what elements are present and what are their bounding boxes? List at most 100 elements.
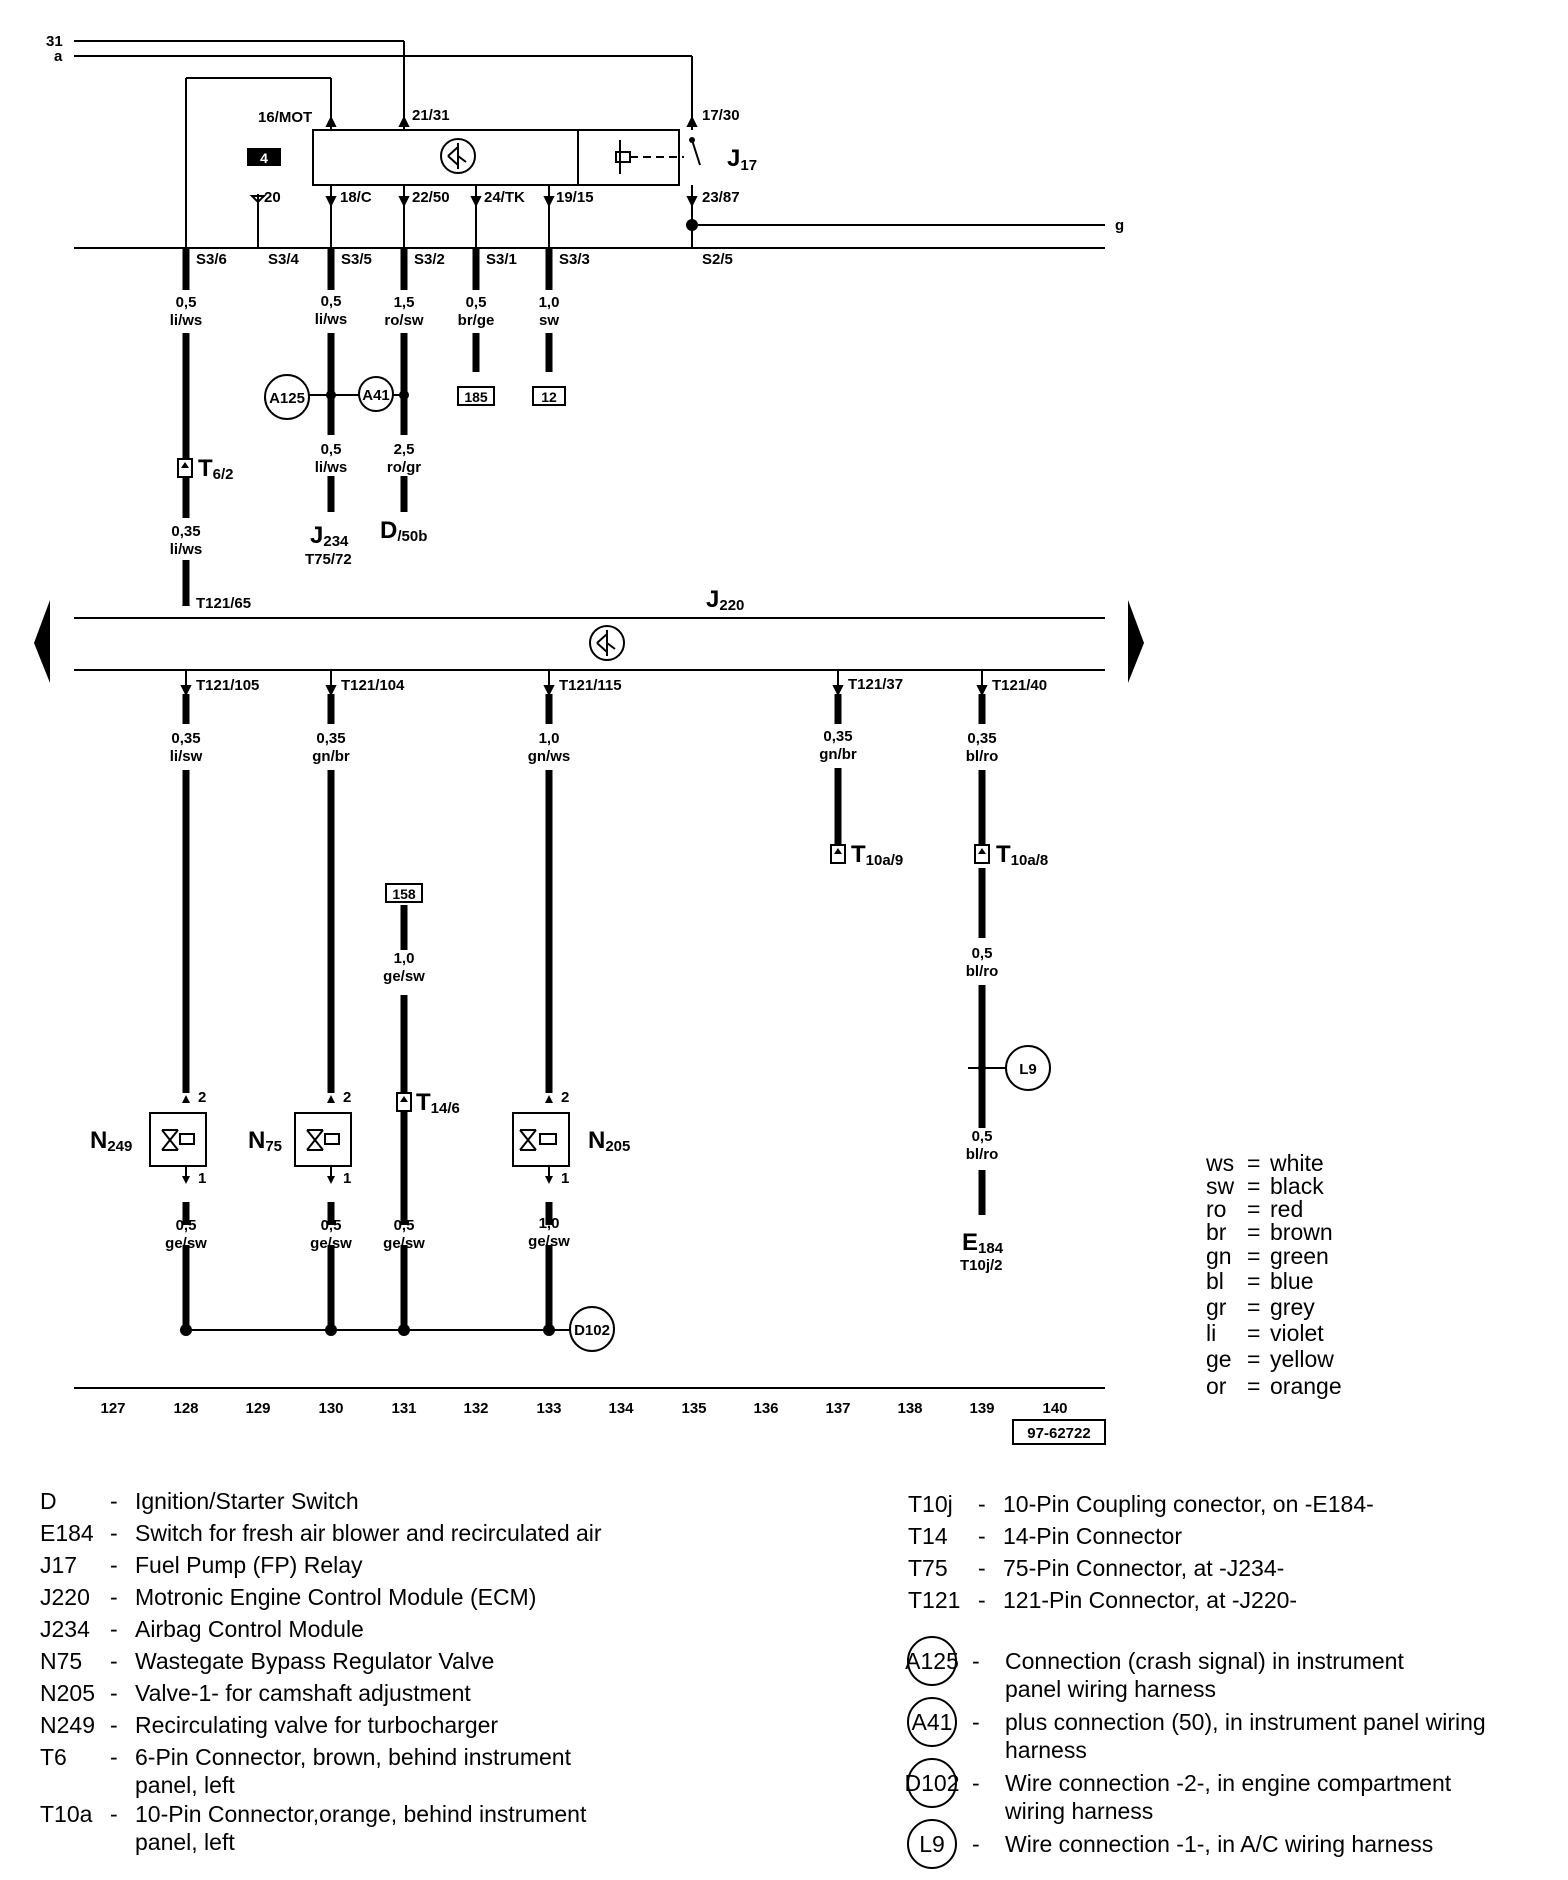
w128b-size: 0,35: [171, 523, 200, 540]
relay-box: [312, 129, 680, 186]
w128b-color: li/ws: [170, 541, 203, 558]
wire-g-label: g: [1115, 217, 1124, 234]
ref-185-label: 185: [464, 389, 488, 405]
w132a-color: br/ge: [458, 312, 495, 329]
conn-l9-label: L9: [1019, 1061, 1037, 1078]
legend-item: T6-6-Pin Connector, brown, behind instru…: [40, 1744, 572, 1798]
n249-pin1: 1: [198, 1170, 206, 1187]
legend-item: N75-Wastegate Bypass Regulator Valve: [40, 1648, 494, 1674]
w139b-size: 0,5: [972, 945, 993, 962]
pin-21-31: 21/31: [412, 107, 450, 124]
legend-dash: -: [978, 1491, 986, 1517]
legend-item: N249-Recirculating valve for turbocharge…: [40, 1712, 498, 1738]
col-135: 135: [681, 1400, 706, 1417]
legend-code: T6: [40, 1744, 67, 1770]
w133g-size: 1,0: [539, 1215, 560, 1232]
valve-n75-box: [294, 1112, 352, 1167]
legend-desc: Ignition/Starter Switch: [135, 1488, 359, 1514]
n75-pin1: 1: [343, 1170, 351, 1187]
col-138: 138: [897, 1400, 922, 1417]
legend-dash: -: [978, 1587, 986, 1613]
color-key-row: gr=grey: [1206, 1294, 1315, 1320]
pin-19-15: 19/15: [556, 189, 594, 206]
valves: 2 1 N249 2 1 N75 2: [90, 1089, 630, 1187]
ref-box-158: [385, 883, 423, 903]
ecm-pin-115: T121/115: [559, 677, 622, 694]
d-label: D/50b: [380, 517, 427, 545]
ref-12-label: 12: [541, 389, 557, 405]
color-key-row: ro=red: [1206, 1196, 1303, 1222]
legend-dash: -: [972, 1831, 980, 1857]
e184-pin-label: T10j/2: [960, 1257, 1003, 1274]
legend-circle-code: D102: [905, 1770, 960, 1796]
legend-item: E184-Switch for fresh air blower and rec…: [40, 1520, 602, 1546]
legend-desc-cont: harness: [1005, 1737, 1087, 1763]
legend-right: T10j-10-Pin Coupling conector, on -E184-…: [905, 1491, 1486, 1869]
pin-22-50: 22/50: [412, 189, 450, 206]
legend-dash: -: [110, 1648, 118, 1674]
w132a-size: 0,5: [466, 294, 487, 311]
legend-item: T121-121-Pin Connector, at -J220-: [908, 1587, 1297, 1613]
valve-n249: 2 1 N249: [90, 1089, 207, 1187]
legend-dash: -: [978, 1555, 986, 1581]
w128g-size: 0,5: [176, 1217, 197, 1234]
j234-pin-label: T75/72: [305, 551, 352, 568]
legend-desc-cont: panel, left: [135, 1829, 235, 1855]
legend-desc: plus connection (50), in instrument pane…: [1005, 1709, 1486, 1735]
col-127: 127: [100, 1400, 125, 1417]
legend-desc: Wire connection -2-, in engine compartme…: [1005, 1770, 1452, 1796]
legend-item: T14 -14-Pin Connector: [908, 1523, 1182, 1549]
key-name: green: [1270, 1243, 1329, 1269]
relay-block: 4 J17 16/MOT 21/31 17/30 18/C 22/50 24/T…: [247, 107, 757, 248]
ecm-pin-65: T121/65: [196, 595, 251, 612]
ref-158-label: 158: [392, 886, 416, 902]
legend-dash: -: [110, 1552, 118, 1578]
w131g-color: ge/sw: [383, 1235, 425, 1252]
legend-desc: Recirculating valve for turbocharger: [135, 1712, 498, 1738]
bus-s3-1: S3/1: [486, 251, 517, 268]
legend-desc: Motronic Engine Control Module (ECM): [135, 1584, 536, 1610]
legend-desc-cont: wiring harness: [1004, 1798, 1153, 1824]
ecm-j220: T121/65 J220 T121/105 T121/104 T121/115 …: [34, 586, 1144, 694]
legend-desc: Fuel Pump (FP) Relay: [135, 1552, 363, 1578]
bus-s3-6: S3/6: [196, 251, 227, 268]
legend-desc: 121-Pin Connector, at -J220-: [1003, 1587, 1297, 1613]
legend-desc-cont: panel, left: [135, 1772, 235, 1798]
w139b-color: bl/ro: [966, 963, 999, 980]
w131a-color: ro/sw: [384, 312, 424, 329]
legend-dash: -: [978, 1523, 986, 1549]
legend-desc: Wire connection -1-, in A/C wiring harne…: [1005, 1831, 1433, 1857]
color-key-row: or=orange: [1206, 1373, 1342, 1399]
legend-circle-code: A125: [905, 1648, 959, 1674]
w130a-color: li/ws: [315, 311, 348, 328]
legend-code: N249: [40, 1712, 95, 1738]
color-key-row: br=brown: [1206, 1219, 1333, 1245]
legend-code: N205: [40, 1680, 95, 1706]
bus-s3-5: S3/5: [341, 251, 372, 268]
legend-dash: -: [110, 1584, 118, 1610]
pin-23-87: 23/87: [702, 189, 740, 206]
legend-a41-icon: [907, 1697, 957, 1747]
legend-circle-item: L9 - Wire connection -1-, in A/C wiring …: [907, 1819, 1433, 1869]
key-eq-sign: =: [1247, 1373, 1260, 1399]
pin-24-tk: 24/TK: [484, 189, 525, 206]
ecm-icon: [589, 625, 625, 661]
legend-desc: 14-Pin Connector: [1003, 1523, 1182, 1549]
key-eq-sign: =: [1247, 1268, 1260, 1294]
valve-n249-box: [149, 1112, 207, 1167]
lower-refs: 158 T10a/9 T10a/8 T14/6 E184 T10j/2 L9: [385, 841, 1051, 1274]
t14-6-label: T14/6: [416, 1089, 460, 1117]
legend-code: T121: [908, 1587, 960, 1613]
n75-label: N75: [248, 1127, 282, 1155]
legend-code: T14: [908, 1523, 948, 1549]
legend-dash: -: [972, 1770, 980, 1796]
continue-left-icon: [34, 600, 50, 683]
legend-code: E184: [40, 1520, 94, 1546]
legend-desc: 10-Pin Connector,orange, behind instrume…: [135, 1801, 587, 1827]
ref-box-12: [532, 386, 566, 406]
page-box: [247, 148, 281, 166]
w137-size: 0,35: [823, 728, 852, 745]
w133-size: 1,0: [539, 730, 560, 747]
w128-size: 0,35: [171, 730, 200, 747]
w139c-size: 0,5: [972, 1128, 993, 1145]
